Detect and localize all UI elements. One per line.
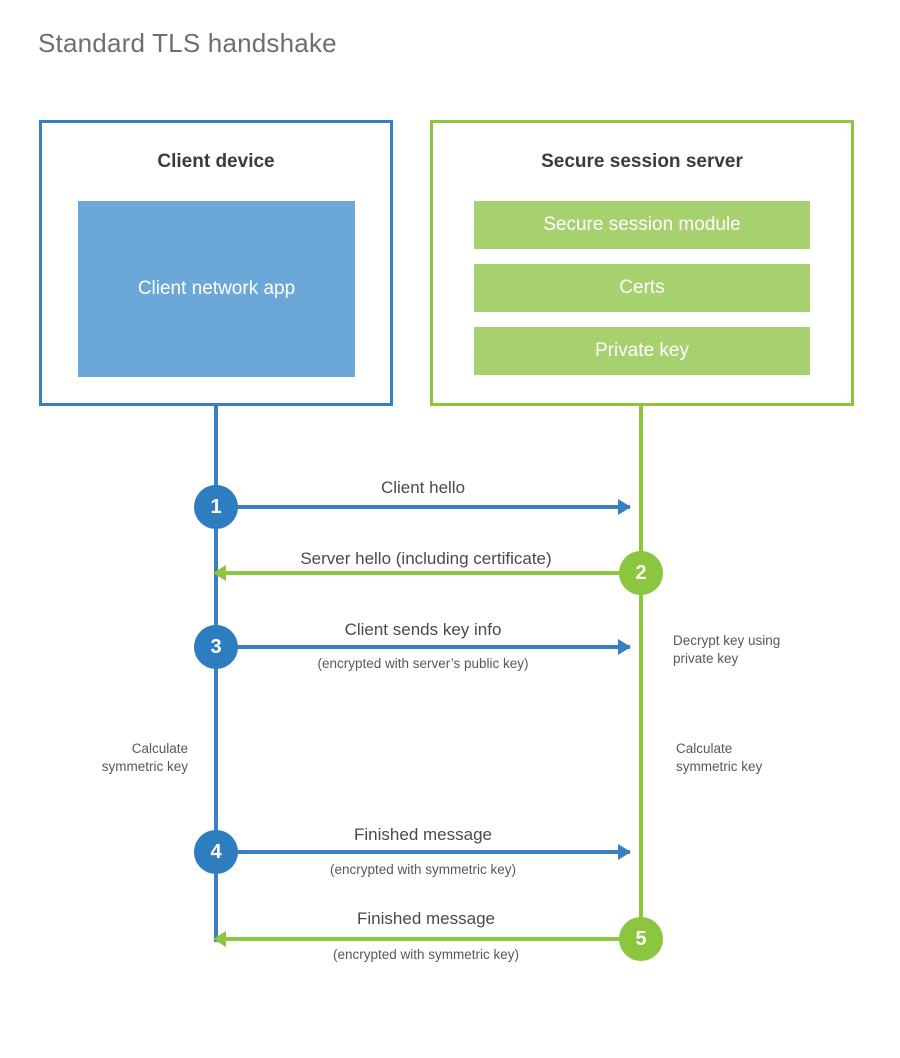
step-number-3: 3 bbox=[210, 635, 222, 658]
arrow-head-left-icon bbox=[213, 931, 226, 947]
step-number-4: 4 bbox=[210, 840, 222, 863]
annotation-client-calculate-symmetric-key: Calculate symmetric key bbox=[101, 741, 188, 774]
message-main-step-5: Finished message bbox=[357, 909, 495, 928]
step-circle-4: 4 bbox=[194, 830, 238, 874]
client-lifeline bbox=[214, 403, 218, 942]
arrow-step-2 bbox=[213, 565, 641, 581]
arrow-head-right-icon bbox=[618, 639, 631, 655]
annotation-decrypt-key: Decrypt key using private key bbox=[673, 633, 781, 666]
secure-session-server-box: Secure session server Secure session mod… bbox=[430, 120, 854, 406]
message-label-step-5: Finished message bbox=[226, 909, 626, 929]
message-main-step-2: Server hello (including certificate) bbox=[300, 549, 552, 568]
step-circle-5: 5 bbox=[619, 917, 663, 961]
message-sub-wrap-step-4: (encrypted with symmetric key) bbox=[216, 862, 630, 878]
server-block-certs: Certs bbox=[474, 264, 810, 312]
message-main-step-4: Finished message bbox=[354, 825, 492, 844]
message-sub-wrap-step-3: (encrypted with server’s public key) bbox=[216, 656, 630, 672]
secure-session-server-title: Secure session server bbox=[541, 151, 743, 172]
arrow-step-4 bbox=[216, 844, 631, 860]
client-network-app-block: Client network app bbox=[78, 201, 355, 377]
arrow-head-right-icon bbox=[618, 844, 631, 860]
server-block-private-key: Private key bbox=[474, 327, 810, 375]
message-main-step-1: Client hello bbox=[380, 478, 466, 497]
step-circle-1: 1 bbox=[194, 485, 238, 529]
message-label-step-4: Finished message bbox=[216, 825, 630, 845]
arrow-step-3 bbox=[216, 639, 631, 655]
arrow-head-right-icon bbox=[618, 499, 631, 515]
client-device-box: Client device Client network app bbox=[39, 120, 393, 406]
step-number-2: 2 bbox=[635, 561, 647, 584]
message-main-step-3: Client sends key info bbox=[344, 620, 502, 639]
server-lifeline bbox=[639, 403, 643, 940]
step-number-5: 5 bbox=[635, 927, 647, 950]
annotation-server-calculate-symmetric-key: Calculate symmetric key bbox=[676, 741, 763, 774]
step-circle-3: 3 bbox=[194, 625, 238, 669]
message-sub-step-5: (encrypted with symmetric key) bbox=[332, 947, 520, 962]
message-label-step-2: Server hello (including certificate) bbox=[226, 549, 626, 569]
arrow-step-1 bbox=[216, 499, 631, 515]
step-circle-2: 2 bbox=[619, 551, 663, 595]
message-sub-step-4: (encrypted with symmetric key) bbox=[329, 862, 517, 877]
client-device-title: Client device bbox=[157, 151, 275, 172]
page-title: Standard TLS handshake bbox=[38, 28, 337, 58]
message-label-step-3: Client sends key info bbox=[216, 620, 630, 640]
message-sub-wrap-step-5: (encrypted with symmetric key) bbox=[226, 947, 626, 963]
message-sub-step-3: (encrypted with server’s public key) bbox=[317, 656, 529, 671]
arrow-step-5 bbox=[213, 931, 641, 947]
step-number-1: 1 bbox=[210, 495, 222, 518]
message-label-step-1: Client hello bbox=[216, 478, 630, 498]
arrow-head-left-icon bbox=[213, 565, 226, 581]
server-block-secure-session-module: Secure session module bbox=[474, 201, 810, 249]
